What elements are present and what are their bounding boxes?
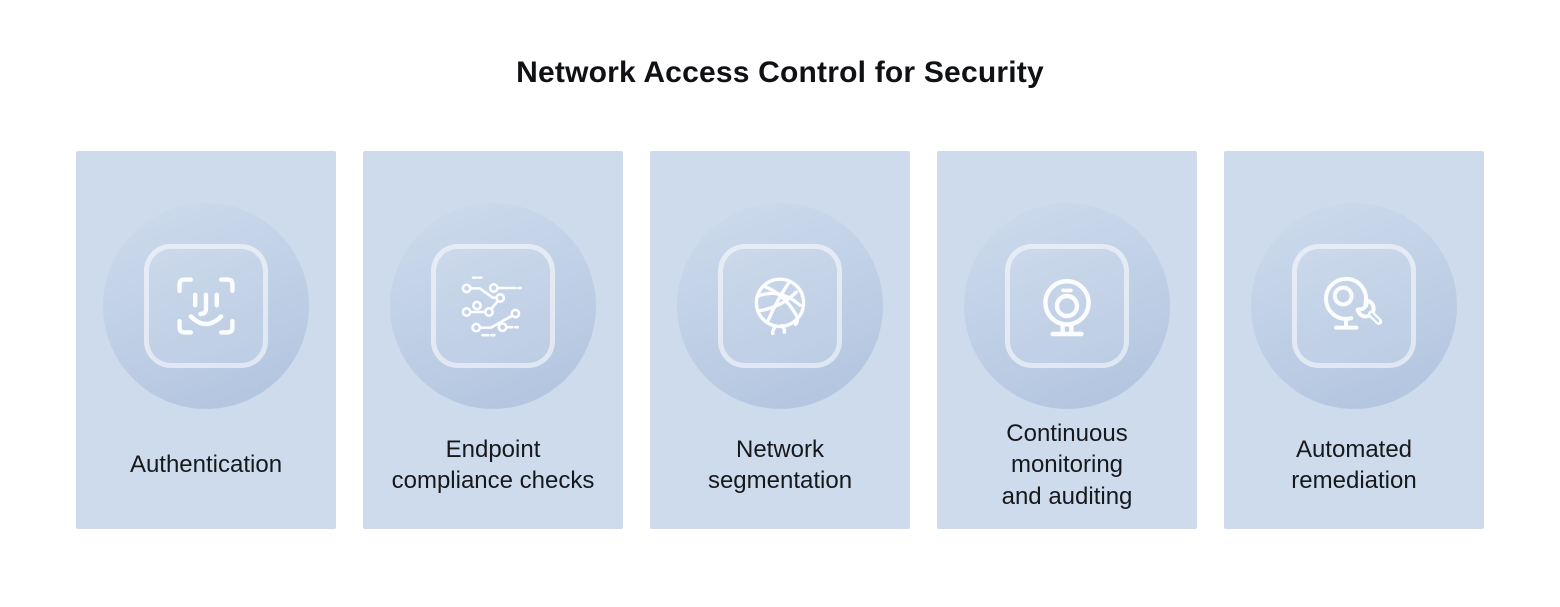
card-label: Network segmentation: [707, 435, 853, 494]
card-label-area: Continuous monitoring and auditing: [937, 409, 1197, 529]
icon-halo: [390, 203, 596, 409]
icon-chip: [1005, 244, 1129, 368]
card-label: Automated remediation: [1291, 435, 1417, 494]
card-label-area: Authentication: [76, 409, 336, 529]
icon-chip: [144, 244, 268, 368]
icon-halo: [1251, 203, 1457, 409]
cards-row: Authentication: [0, 151, 1560, 529]
face-scan-icon: [177, 277, 235, 335]
icon-chip: [431, 244, 555, 368]
card-automated-remediation: Automated remediation: [1224, 151, 1484, 529]
icon-chip: [718, 244, 842, 368]
page-title: Network Access Control for Security: [516, 56, 1044, 89]
icon-halo: [964, 203, 1170, 409]
card-label: Authentication: [129, 451, 283, 479]
icon-halo: [103, 203, 309, 409]
webcam-monitor-icon: [1043, 279, 1091, 337]
card-endpoint-compliance-checks: Endpoint compliance checks: [363, 151, 623, 529]
circuit-nodes-icon: [461, 276, 522, 337]
card-label-area: Network segmentation: [650, 409, 910, 529]
card-label-area: Automated remediation: [1224, 409, 1484, 529]
card-authentication: Authentication: [76, 151, 336, 529]
icon-halo: [677, 203, 883, 409]
card-continuous-monitoring-and-auditing: Continuous monitoring and auditing: [937, 151, 1197, 529]
card-network-segmentation: Network segmentation: [650, 151, 910, 529]
globe-network-icon: [754, 277, 806, 336]
card-label: Continuous monitoring and auditing: [1001, 419, 1133, 510]
infographic-page: Network Access Control for Security: [0, 56, 1560, 607]
card-label-area: Endpoint compliance checks: [363, 409, 623, 529]
icon-chip: [1292, 244, 1416, 368]
card-label: Endpoint compliance checks: [391, 435, 595, 494]
scan-wrench-icon: [1324, 276, 1383, 330]
